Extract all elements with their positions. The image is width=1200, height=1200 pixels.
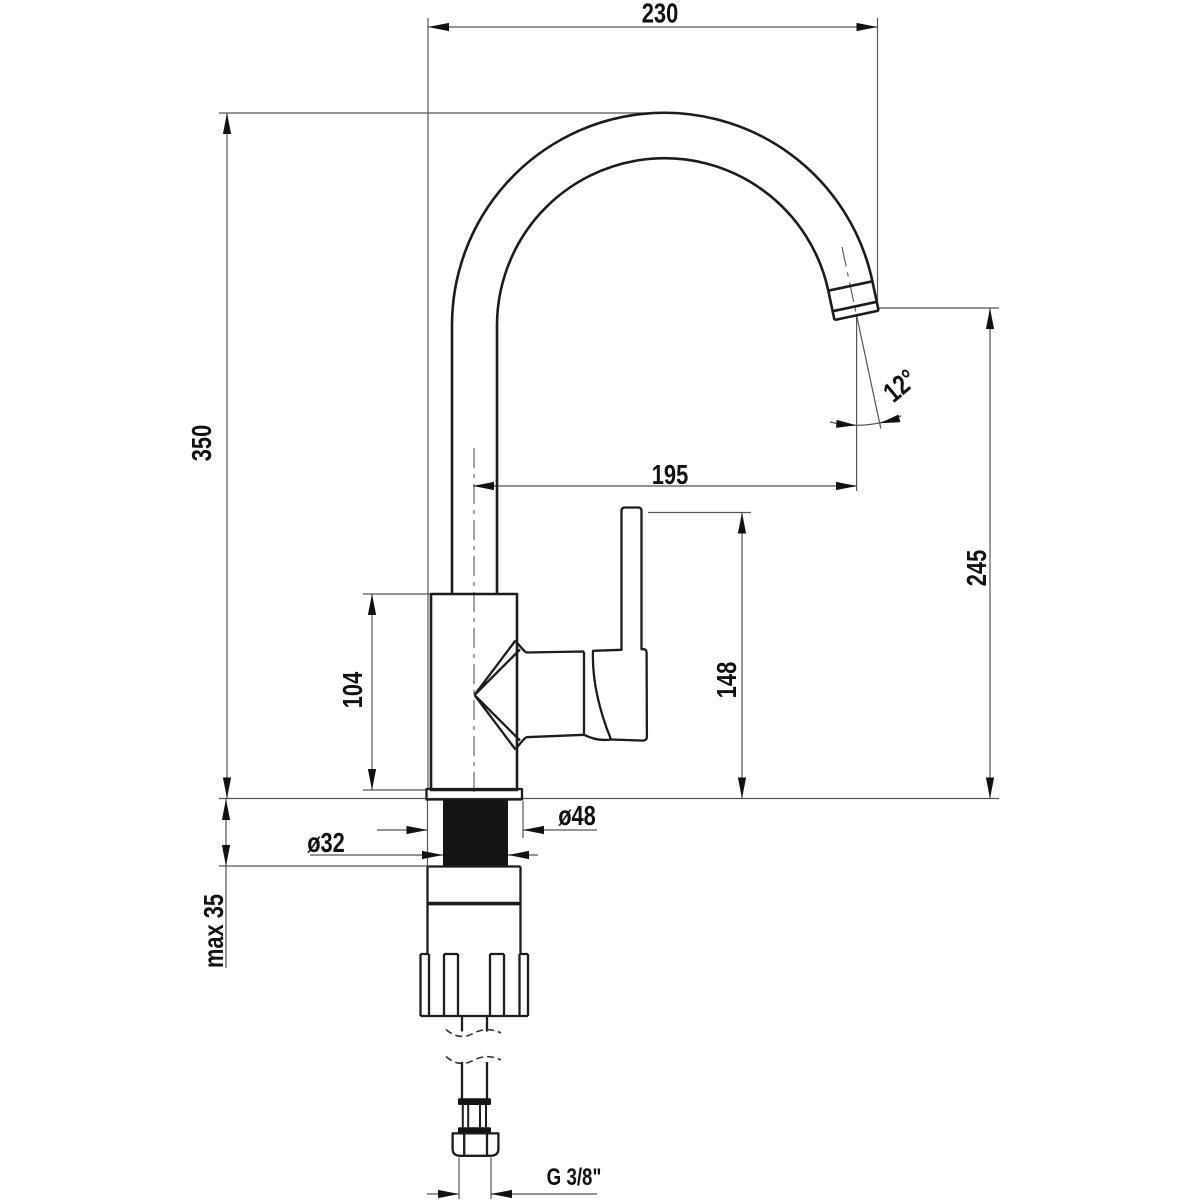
- spout-tip-lines: [828, 280, 879, 322]
- dim-outlet-angle-label: 12°: [878, 364, 923, 409]
- pipe-break-upper: [445, 1028, 502, 1038]
- dim-max-counter-label: max 35: [198, 894, 229, 968]
- dim-connection-label: G 3/8": [547, 1164, 602, 1191]
- hose-collar-lower: [458, 1127, 491, 1134]
- hose-collar-upper: [458, 1098, 491, 1105]
- dim-outlet-reach-label: 195: [652, 459, 688, 490]
- dim-reach-label: 230: [642, 0, 678, 29]
- dim-thread-dia-label: ø32: [307, 827, 345, 858]
- dim-flange-dia-label: ø48: [558, 800, 596, 831]
- mounting-nut: [426, 865, 522, 954]
- hose-hex-nut: [451, 1132, 500, 1157]
- faucet-outline: [429, 111, 880, 792]
- mounting-hardware: [419, 787, 530, 1157]
- dim-body-height-label: 104: [337, 672, 368, 708]
- dim-total-height-label: 350: [186, 425, 217, 461]
- pipe-break-lower: [445, 1055, 502, 1065]
- valve-barrel: [525, 650, 612, 742]
- threaded-shank: [443, 799, 508, 867]
- nut-castellation: [419, 952, 530, 1018]
- dimension-lines: [225, 26, 991, 1195]
- dimension-arrows: [221, 22, 995, 1199]
- dim-outlet-height-label: 245: [961, 550, 992, 586]
- dimension-labels: 230 350 195 245 148 104 max 35 ø48 ø32 1…: [186, 0, 992, 1191]
- supply-pipe-lower: [460, 1062, 489, 1099]
- hose-cage: [461, 1105, 487, 1128]
- extension-lines: [219, 18, 999, 1199]
- spout-outline: [450, 111, 880, 594]
- centerlines: [473, 246, 858, 803]
- valve-cone: [473, 639, 527, 751]
- supply-pipe-upper: [460, 1016, 489, 1032]
- dim-handle-height-label: 148: [711, 662, 742, 698]
- handle-outline: [591, 506, 649, 742]
